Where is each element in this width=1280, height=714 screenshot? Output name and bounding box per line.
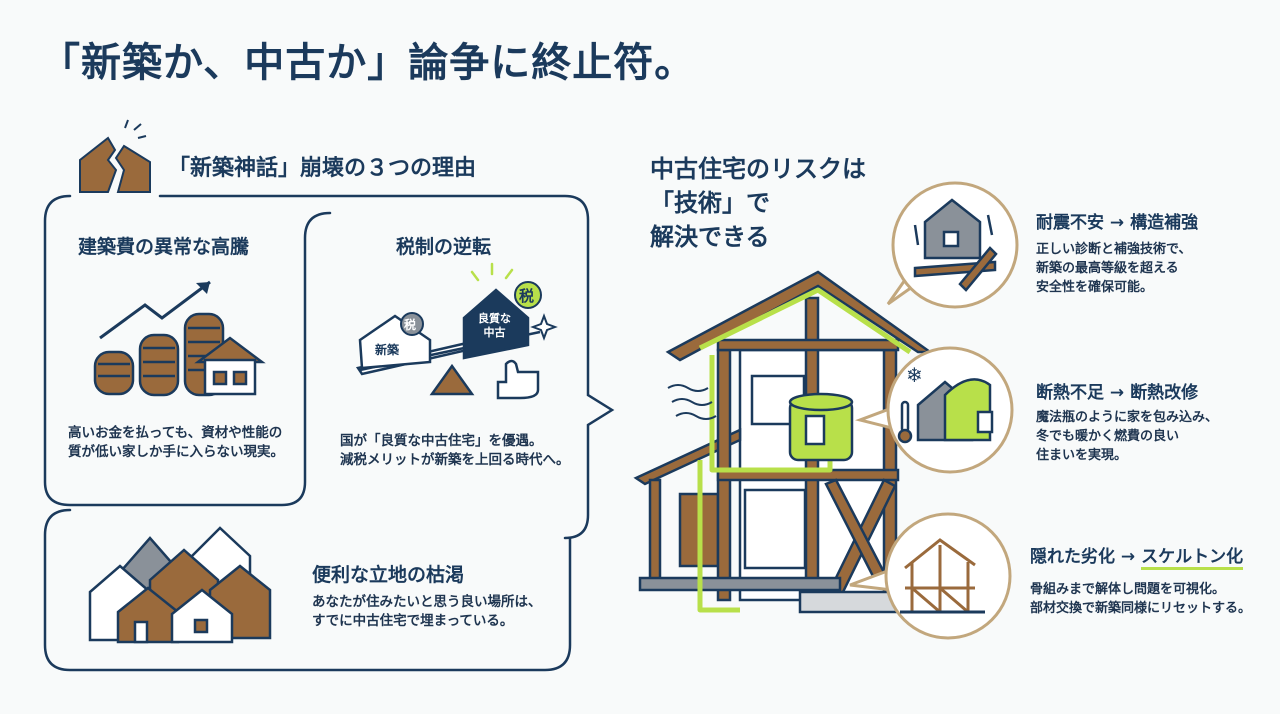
cost-panel-outline: [43, 194, 332, 507]
insulation-line: [697, 287, 912, 613]
snowflake-icon: ❄: [906, 363, 923, 387]
used-house-label: 良質な 中古: [478, 312, 511, 339]
location-description: あなたが住みたいと思う良い場所は、 すでに中古住宅で埋まっている。: [312, 594, 542, 629]
skeleton-description: 骨組みまで解体し問題を可視化。 部材交換で新築同様にリセットする。: [1030, 582, 1252, 616]
tax-badge-small: [400, 312, 424, 336]
location-panel-outline: [43, 508, 572, 672]
used-house-icon: [462, 288, 530, 360]
seismic-title: 耐震不安 → 構造補強: [1036, 213, 1199, 233]
sparkle-icon: [530, 313, 558, 341]
skeleton-title: 隠れた劣化 → スケルトン化: [1030, 542, 1244, 570]
location-title: 便利な立地の枯渇: [312, 564, 465, 586]
reasons-heading: 「新築神話」崩壊の３つの理由: [168, 156, 477, 181]
skeleton-callout: [849, 512, 1012, 640]
reasons-panel-outline: [158, 194, 615, 540]
water-tank-icon: [788, 392, 854, 462]
tax-description: 国が「良質な中古住宅」を優遇。 減税メリットが新築を上回る時代へ。: [340, 433, 570, 468]
town-houses-icon: [88, 526, 272, 644]
seismic-description: 正しい診断と補強技術で、 新築の最高等級を超える 安全性を確保可能。: [1036, 242, 1192, 295]
rising-arrow-icon: [99, 280, 211, 340]
tax-badge-large-label: 税: [519, 287, 535, 305]
skeleton-highlight: スケルトン化: [1141, 547, 1244, 570]
broken-house-icon: [79, 119, 151, 193]
new-house-label: 新築: [375, 343, 400, 357]
tax-title: 税制の逆転: [396, 236, 492, 258]
cost-description: 高いお金を払っても、資材や性能の 質が低い家しか手に入らない現実。: [68, 425, 284, 460]
skeleton-house-icon: [900, 538, 985, 614]
house-frame-icon: [633, 270, 934, 614]
thumbs-up-icon: [496, 359, 540, 400]
tax-badge-small-label: 税: [404, 318, 417, 332]
cost-title: 建築費の異常な高騰: [78, 236, 250, 258]
page-title: 「新築か、中古か」論争に終止符。: [40, 40, 696, 86]
insulated-house-icon: [897, 378, 994, 444]
insulation-description: 魔法瓶のように家を包み込み、 冬でも暖かく燃費の良い 住まいを実現。: [1036, 410, 1219, 463]
solution-heading: 中古住宅のリスクは 「技術」で 解決できる: [650, 155, 866, 251]
tax-badge-large: [514, 281, 542, 309]
coins-icon: [93, 312, 225, 397]
seismic-house-icon: [913, 198, 998, 292]
cracked-house-icon: [194, 336, 266, 396]
insulation-title: 断熱不足 → 断熱改修: [1036, 383, 1199, 403]
